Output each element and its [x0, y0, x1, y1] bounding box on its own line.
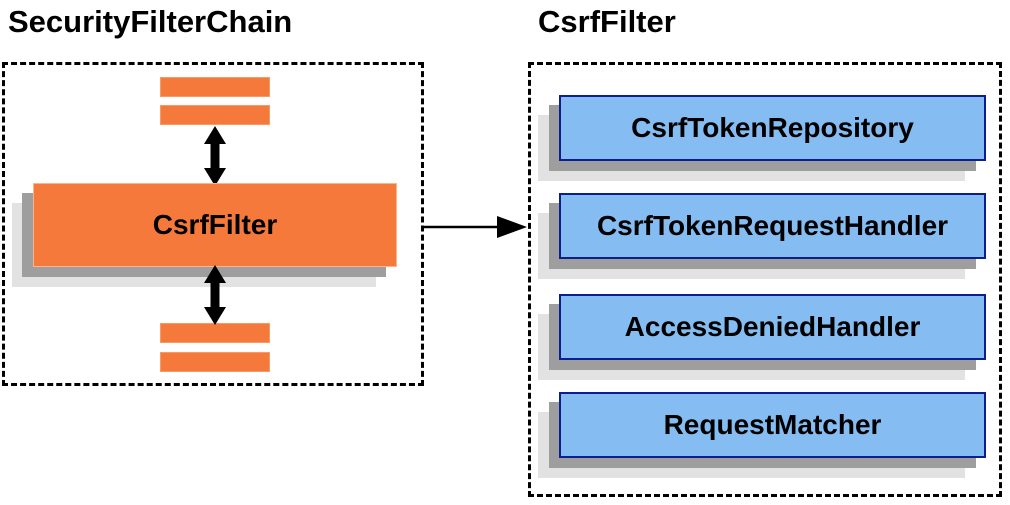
filter-bar [160, 323, 270, 343]
access-denied-handler-box: AccessDeniedHandler [559, 294, 986, 360]
filter-bar [160, 352, 270, 372]
csrf-token-request-handler-box: CsrfTokenRequestHandler [559, 193, 986, 259]
request-matcher-box: RequestMatcher [559, 392, 986, 458]
security-filter-chain-title: SecurityFilterChain [8, 4, 293, 39]
filter-bar [160, 77, 270, 97]
csrf-filter-box: CsrfFilter [33, 183, 397, 267]
right-arrow-icon [424, 216, 527, 238]
filter-bar [160, 105, 270, 125]
csrf-token-repository-label: CsrfTokenRepository [631, 112, 914, 143]
request-matcher-label: RequestMatcher [663, 409, 882, 440]
bidirectional-arrow-icon [204, 265, 226, 325]
csrf-filter-section-title: CsrfFilter [538, 4, 676, 39]
access-denied-handler-label: AccessDeniedHandler [624, 311, 921, 342]
csrf-token-request-handler-label: CsrfTokenRequestHandler [596, 210, 949, 241]
security-filter-chain-container [2, 62, 424, 386]
csrf-filter-components-container [528, 62, 1002, 497]
csrf-token-repository-box: CsrfTokenRepository [559, 95, 986, 161]
csrf-filter-box-label: CsrfFilter [152, 209, 278, 240]
bidirectional-arrow-icon [204, 126, 226, 186]
